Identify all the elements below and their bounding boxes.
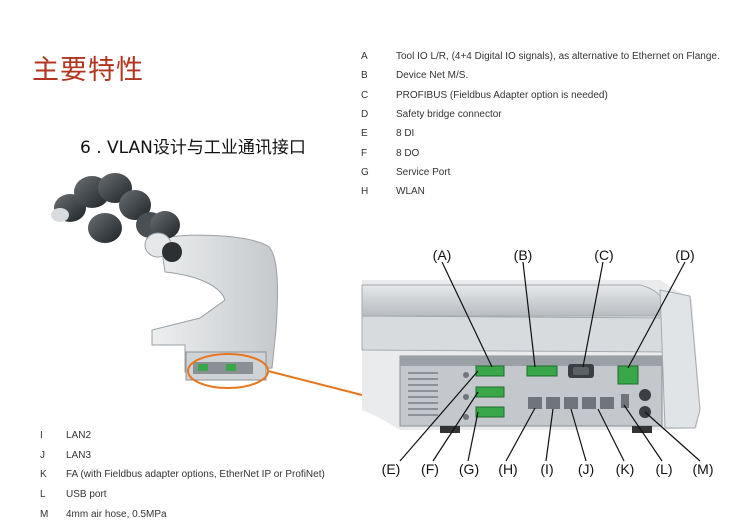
- port-item-l: L USB port: [40, 485, 325, 505]
- io-panel-detail: [361, 280, 701, 433]
- callout-b: (B): [513, 247, 533, 263]
- robot-arm-left: [51, 173, 164, 243]
- port-item-m: M 4mm air hose, 0.5MPa: [40, 504, 325, 524]
- port-desc: LAN2: [66, 430, 92, 442]
- port-key: C: [361, 89, 369, 101]
- port-key: I: [40, 430, 43, 442]
- port-key: F: [361, 147, 368, 159]
- port-item-i: I LAN2: [40, 426, 325, 446]
- port-item-f: F 8 DO: [361, 143, 720, 162]
- port-item-e: E 8 DI: [361, 124, 720, 143]
- robot-arm-right: [144, 211, 182, 262]
- port-key: K: [40, 469, 47, 481]
- port-desc: WLAN: [396, 186, 425, 198]
- port-list-bottom: I LAN2 J LAN3 K FA (with Fieldbus adapter o…: [40, 426, 325, 524]
- port-desc: Device Net M/S.: [396, 70, 469, 82]
- port-desc: 8 DO: [396, 147, 420, 159]
- port-key: A: [361, 51, 368, 63]
- port-desc: FA (with Fieldbus adapter options, Ether…: [66, 469, 325, 481]
- callout-d: (D): [675, 247, 695, 263]
- port-desc: Service Port: [396, 166, 451, 178]
- port-key: E: [361, 128, 368, 140]
- port-desc: LAN3: [66, 449, 92, 461]
- port-desc: 8 DI: [396, 128, 415, 140]
- port-desc: Safety bridge connector: [396, 109, 502, 121]
- port-item-d: D Safety bridge connector: [361, 105, 720, 124]
- port-item-a: A Tool IO L/R, (4+4 Digital IO signals), …: [361, 47, 720, 66]
- port-desc: Tool IO L/R, (4+4 Digital IO signals), a…: [396, 51, 720, 63]
- port-key: H: [361, 186, 369, 198]
- callout-c: (C): [594, 247, 614, 263]
- port-desc: PROFIBUS (Fieldbus Adapter option is nee…: [396, 89, 608, 101]
- port-desc: USB port: [66, 489, 107, 501]
- page-title: 主要特性: [32, 55, 144, 86]
- port-item-g: G Service Port: [361, 163, 720, 182]
- callout-g: (G): [458, 461, 480, 477]
- port-list-top: A Tool IO L/R, (4+4 Digital IO signals), …: [361, 47, 720, 201]
- section-subtitle: 6 . VLAN设计与工业通讯接口: [80, 138, 306, 158]
- port-item-c: C PROFIBUS (Fieldbus Adapter option is ne…: [361, 86, 720, 105]
- callout-f: (F): [421, 461, 439, 477]
- callout-i: (I): [540, 461, 554, 477]
- callout-j: (J): [577, 461, 595, 477]
- pointer-line: [267, 370, 363, 396]
- callout-l: (L): [655, 461, 673, 477]
- callout-lines: [399, 261, 701, 462]
- callout-k: (K): [615, 461, 635, 477]
- port-item-b: B Device Net M/S.: [361, 66, 720, 85]
- port-item-j: J LAN3: [40, 446, 325, 466]
- callout-m: (M): [692, 461, 714, 477]
- callout-h: (H): [498, 461, 518, 477]
- port-item-h: H WLAN: [361, 182, 720, 201]
- port-desc: 4mm air hose, 0.5MPa: [66, 508, 167, 520]
- port-key: M: [40, 508, 49, 520]
- port-item-k: K FA (with Fieldbus adapter options, Ethe…: [40, 465, 325, 485]
- port-key: D: [361, 109, 369, 121]
- robot-body: [151, 234, 279, 381]
- port-key: B: [361, 70, 368, 82]
- callout-e: (E): [381, 461, 401, 477]
- callout-a: (A): [432, 247, 452, 263]
- port-key: G: [361, 166, 369, 178]
- port-key: L: [40, 489, 46, 501]
- port-key: J: [40, 449, 45, 461]
